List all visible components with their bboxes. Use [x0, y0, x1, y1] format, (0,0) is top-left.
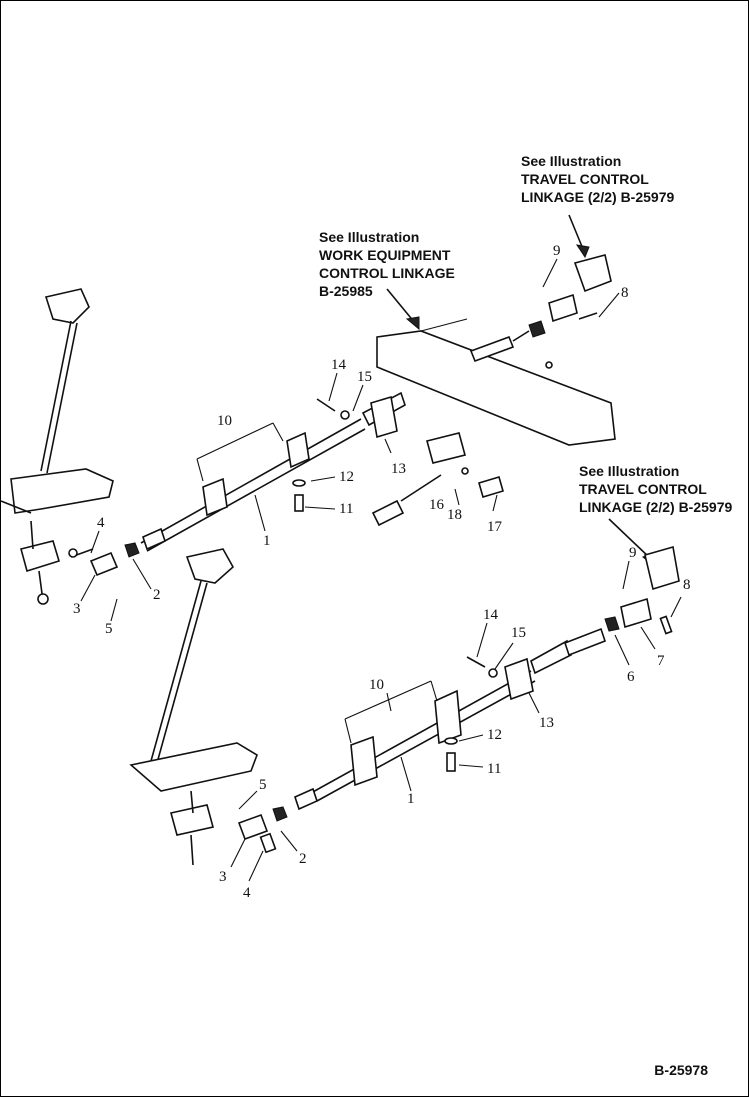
callout-lower-5: 5	[259, 777, 267, 793]
ref-travel-control-bottom[interactable]: See Illustration TRAVEL CONTROL LINKAGE …	[579, 462, 732, 516]
lower-yoke	[466, 656, 534, 701]
drawing-number: B-25978	[654, 1062, 708, 1078]
lower-brackets	[344, 680, 462, 787]
lower-rod-end	[237, 806, 288, 854]
callout-upper-4: 4	[97, 515, 105, 531]
callout-upper-5: 5	[105, 621, 113, 637]
callout-upper-17: 17	[487, 519, 503, 535]
ref-work-line4: B-25985	[319, 283, 373, 299]
callout-upper-18: 18	[447, 507, 462, 523]
ref-travel-top-line2: TRAVEL CONTROL	[521, 171, 649, 187]
callout-lower-10: 10	[369, 677, 384, 693]
ref-travel-control-top[interactable]: See Illustration TRAVEL CONTROL LINKAGE …	[521, 152, 674, 206]
callout-upper-8: 8	[621, 285, 629, 301]
ref-work-equipment[interactable]: See Illustration WORK EQUIPMENT CONTROL …	[319, 228, 455, 300]
callout-upper-12: 12	[339, 469, 354, 485]
callout-upper-9: 9	[553, 243, 561, 259]
callout-lower-7: 7	[657, 653, 665, 669]
callout-lower-11: 11	[487, 761, 501, 777]
callout-lower-2: 2	[299, 851, 307, 867]
callout-upper-13: 13	[391, 461, 406, 477]
ref-travel-bottom-line1: See Illustration	[579, 463, 680, 479]
callout-lower-13: 13	[539, 715, 554, 731]
lower-leaders	[230, 560, 682, 882]
callout-upper-14: 14	[331, 357, 347, 373]
callout-lower-3: 3	[219, 869, 227, 885]
callout-lower-1: 1	[407, 791, 415, 807]
ref-travel-top-line1: See Illustration	[521, 153, 622, 169]
lower-callouts: 9 8 14 15 7 6 10 13 12 11 1 5 2 3 4	[219, 545, 691, 901]
lower-control-lever	[129, 548, 258, 866]
upper-rod-end	[68, 542, 140, 577]
callout-lower-9: 9	[629, 545, 637, 561]
ref-travel-bottom-line3: LINKAGE (2/2) B-25979	[579, 499, 733, 515]
callout-upper-15: 15	[357, 369, 372, 385]
upper-leaders	[80, 258, 620, 622]
upper-callouts: 9 8 14 15 10 12 13 11 16 18 17 1 4 2 3 5	[73, 243, 629, 637]
callout-lower-4: 4	[243, 885, 251, 901]
callout-lower-6: 6	[627, 669, 635, 685]
callout-upper-11: 11	[339, 501, 353, 517]
callout-upper-1: 1	[263, 533, 271, 549]
callout-lower-14: 14	[483, 607, 499, 623]
upper-pivot-frame	[376, 318, 616, 446]
ref-work-line1: See Illustration	[319, 229, 420, 245]
callout-lower-15: 15	[511, 625, 526, 641]
ref-travel-bottom-line2: TRAVEL CONTROL	[579, 481, 707, 497]
upper-right-clevis	[545, 254, 612, 369]
ref-work-line2: WORK EQUIPMENT	[319, 247, 451, 263]
upper-small-parts	[371, 432, 504, 527]
upper-rod	[140, 391, 406, 552]
upper-yoke	[316, 395, 398, 439]
upper-control-lever	[1, 288, 114, 605]
callout-lower-8: 8	[683, 577, 691, 593]
ref-travel-top-line3: LINKAGE (2/2) B-25979	[521, 189, 675, 205]
ref-work-line3: CONTROL LINKAGE	[319, 265, 455, 281]
lower-right-clevis	[604, 545, 680, 635]
callout-upper-10: 10	[217, 413, 232, 429]
lower-rod	[294, 627, 606, 811]
upper-brackets	[196, 422, 310, 517]
callout-upper-16: 16	[429, 497, 445, 513]
callout-lower-12: 12	[487, 727, 502, 743]
callout-upper-3: 3	[73, 601, 81, 617]
callout-upper-2: 2	[153, 587, 161, 603]
